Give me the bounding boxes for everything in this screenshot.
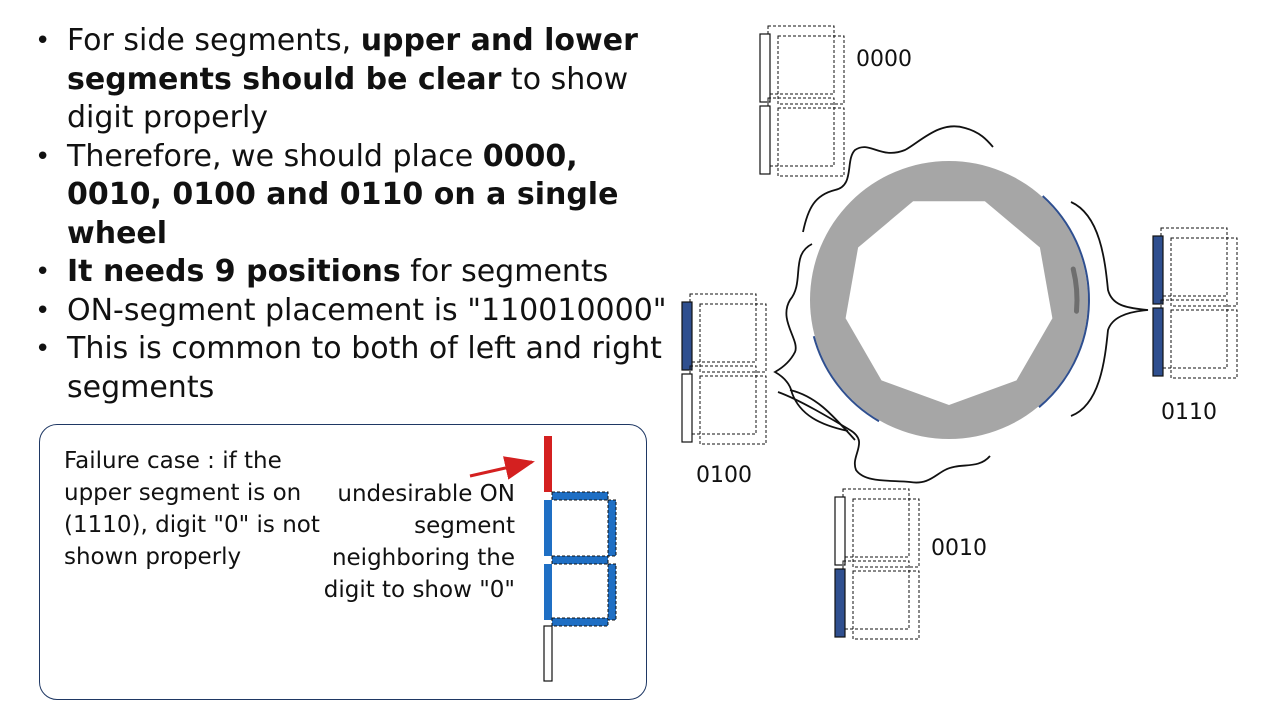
brace-top bbox=[802, 125, 994, 233]
bullet-item: ON-segment placement is "110010000" bbox=[32, 292, 672, 331]
label-0110: 0110 bbox=[1161, 400, 1217, 425]
on-arc-right bbox=[1038, 195, 1090, 408]
segment-outline bbox=[767, 97, 835, 167]
bullet-item: This is common to both of left and right… bbox=[32, 330, 672, 407]
left-upper-segment bbox=[544, 500, 552, 556]
wheel-inner-nonagon bbox=[845, 201, 1053, 405]
bullet-list: For side segments, upper and lower segme… bbox=[32, 22, 672, 407]
off-segment bbox=[543, 625, 553, 682]
undesirable-segment-callout: undesirable ON segment neighboring the d… bbox=[323, 481, 515, 603]
bullet-text: For side segments, bbox=[67, 23, 361, 58]
digit-set-0110 bbox=[1152, 227, 1238, 379]
bullet-item: Therefore, we should place 0000, 0010, 0… bbox=[32, 138, 672, 254]
bullet-item: For side segments, upper and lower segme… bbox=[32, 22, 672, 138]
bullet-text: ON-segment placement is "110010000" bbox=[67, 292, 667, 328]
on-segment bbox=[1152, 307, 1164, 377]
failure-case-text: Failure case : if the upper segment is o… bbox=[64, 448, 320, 570]
segment-outline bbox=[699, 375, 767, 445]
segment-digit-sets bbox=[681, 25, 1238, 640]
bullet-text: This is common to both of left and right… bbox=[67, 331, 662, 405]
segment-outline bbox=[777, 107, 845, 177]
label-0000: 0000 bbox=[856, 47, 912, 72]
middle-segment bbox=[551, 555, 609, 565]
off-segment bbox=[681, 373, 693, 443]
red-arrow bbox=[469, 456, 535, 480]
segment-outline bbox=[1160, 227, 1228, 297]
on-arc-left bbox=[812, 335, 880, 423]
brace-cross bbox=[789, 389, 856, 441]
failure-case-box bbox=[39, 424, 647, 700]
off-segment bbox=[759, 33, 771, 103]
brace-right bbox=[1070, 201, 1149, 417]
segment-outline bbox=[852, 570, 920, 640]
segment-outline bbox=[1170, 237, 1238, 307]
segment-outline bbox=[1160, 299, 1228, 369]
braces bbox=[773, 125, 1149, 484]
wheel bbox=[810, 161, 1090, 439]
bottom-segment bbox=[551, 617, 609, 627]
brace-bottom bbox=[777, 391, 991, 484]
on-segment bbox=[834, 568, 846, 638]
segment-outline bbox=[842, 488, 910, 558]
failure-digit-illustration bbox=[469, 436, 617, 682]
label-0010: 0010 bbox=[931, 536, 987, 561]
on-segment bbox=[1152, 235, 1164, 305]
right-upper-segment bbox=[607, 499, 617, 557]
segment-outline bbox=[842, 560, 910, 630]
brace-left bbox=[773, 243, 849, 432]
off-segment bbox=[759, 105, 771, 175]
bullet-bold: 0000, 0010, 0100 and 0110 on a single wh… bbox=[67, 138, 619, 251]
on-segment bbox=[681, 301, 693, 371]
left-lower-segment bbox=[544, 564, 552, 620]
off-segment bbox=[834, 496, 846, 566]
undesirable-on-segment bbox=[544, 436, 552, 492]
segment-outline bbox=[777, 35, 845, 105]
segment-outline bbox=[689, 293, 757, 363]
bullet-bold: upper and lower segments should be clear bbox=[67, 23, 638, 97]
digit-set-0010 bbox=[834, 488, 920, 640]
label-0100: 0100 bbox=[696, 463, 752, 488]
bullet-text: for segments bbox=[400, 254, 609, 289]
segment-outline bbox=[689, 365, 757, 435]
digit-set-0100 bbox=[681, 293, 767, 445]
bullet-text: to show digit properly bbox=[67, 61, 629, 136]
digit-set-0000 bbox=[759, 25, 845, 177]
right-lower-segment bbox=[607, 563, 617, 621]
bullet-bold: It needs 9 positions bbox=[67, 254, 401, 289]
wheel-marker bbox=[1070, 266, 1080, 314]
bullet-text: Therefore, we should place bbox=[67, 138, 483, 174]
segment-outline bbox=[767, 25, 835, 95]
segment-outline bbox=[1170, 309, 1238, 379]
segment-outline bbox=[852, 498, 920, 568]
segment-outline bbox=[699, 303, 767, 373]
bullet-item: It needs 9 positions for segments bbox=[32, 253, 672, 292]
top-segment bbox=[551, 491, 609, 501]
